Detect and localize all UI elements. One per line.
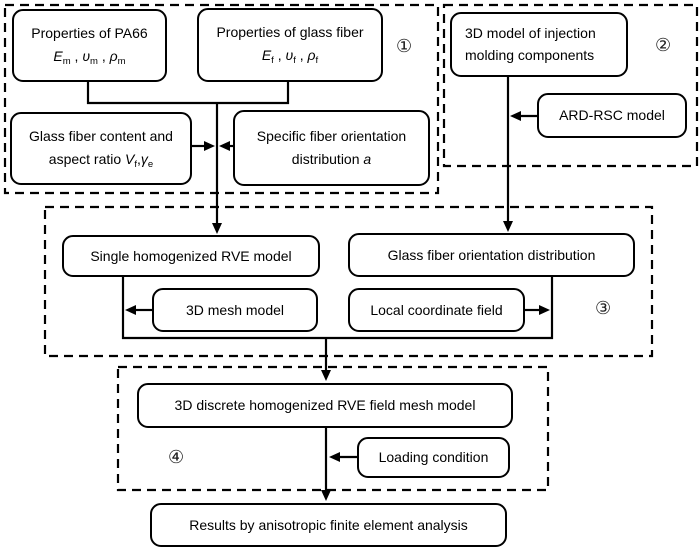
single-rve-box: Single homogenized RVE model [62, 235, 320, 277]
loading-condition-box: Loading condition [357, 437, 510, 478]
pa66-title: Properties of PA66 [31, 24, 148, 41]
single-rve-label: Single homogenized RVE model [90, 247, 292, 264]
local-coordinate-box: Local coordinate field [348, 288, 525, 332]
group-4-badge: ④ [168, 447, 185, 468]
injection-line2: molding components [465, 46, 595, 63]
specific-line1: Specific fiber orientation [256, 128, 407, 145]
specific-line2: distribution a [291, 151, 372, 167]
group-1-frame [3, 3, 440, 195]
discrete-rve-box: 3D discrete homogenized RVE field mesh m… [137, 383, 513, 428]
group-2-badge: ② [655, 35, 672, 56]
group-1-badge: ① [396, 36, 413, 57]
group-3-frame [43, 205, 654, 358]
group-4-frame [116, 365, 550, 492]
mesh-model-box: 3D mesh model [152, 288, 318, 332]
pa66-symbols: Em , υm , ρm [53, 47, 126, 67]
ard-rsc-label: ARD-RSC model [559, 107, 665, 124]
discrete-rve-label: 3D discrete homogenized RVE field mesh m… [174, 397, 476, 414]
ard-rsc-model-box: ARD-RSC model [537, 93, 687, 138]
mesh-model-label: 3D mesh model [185, 301, 285, 318]
glass-fiber-properties-box: Properties of glass fiber Ef , υf , ρf [197, 8, 383, 82]
fiber-orientation-label: Glass fiber orientation distribution [387, 246, 596, 263]
glass-props-symbols: Ef , υf , ρf [261, 47, 319, 67]
arrowhead-content-right [204, 141, 215, 151]
arrowhead-into-fiber-orient [503, 221, 513, 232]
arrowhead-localcoord-right [539, 305, 550, 315]
arrowhead-mesh-left [125, 305, 136, 315]
fiber-content-line2: aspect ratio Vf,γe [48, 150, 154, 170]
specific-orientation-box: Specific fiber orientation distribution … [233, 110, 430, 186]
arrowhead-into-single-rve [212, 223, 222, 234]
injection-model-box: 3D model of injection molding components [450, 12, 628, 77]
arrowhead-loading-left [329, 452, 340, 462]
loading-condition-label: Loading condition [378, 449, 489, 466]
glass-props-title: Properties of glass fiber [216, 24, 364, 41]
injection-line1: 3D model of injection [465, 24, 596, 41]
arrowhead-ardrsc-left [510, 111, 521, 121]
arrowhead-into-discrete-rve [321, 370, 331, 381]
arrowhead-into-results [321, 490, 331, 501]
local-coordinate-label: Local coordinate field [370, 301, 503, 318]
group-2-frame [442, 3, 699, 168]
fiber-content-box: Glass fiber content and aspect ratio Vf,… [10, 112, 192, 185]
pa66-properties-box: Properties of PA66 Em , υm , ρm [12, 9, 167, 82]
arrowhead-specific-left [219, 141, 230, 151]
results-box: Results by anisotropic finite element an… [150, 503, 507, 547]
fiber-orientation-distribution-box: Glass fiber orientation distribution [348, 233, 635, 277]
fiber-content-line1: Glass fiber content and [29, 127, 173, 144]
results-label: Results by anisotropic finite element an… [189, 516, 468, 533]
group-3-badge: ③ [595, 298, 612, 319]
